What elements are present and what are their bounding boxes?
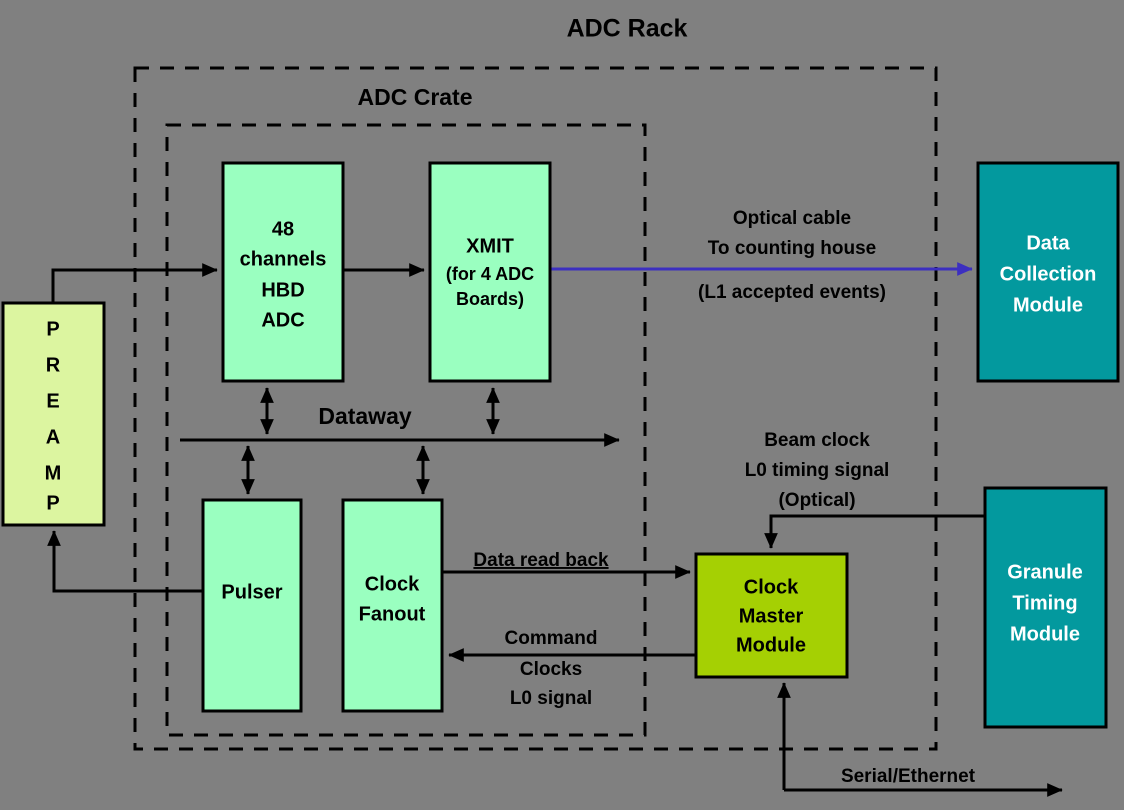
pulser-block[interactable]: Pulser (201, 498, 303, 713)
hbd-adc-line-2: HBD (261, 279, 304, 301)
xmit-block[interactable]: XMIT (for 4 ADC Boards) (428, 161, 552, 383)
adc-rack-boundary (133, 66, 938, 751)
optical-cable-label-0: Optical cable (733, 208, 851, 229)
clock-fanout-block[interactable]: Clock Fanout (341, 498, 444, 713)
hbd-adc-line-0: 48 (272, 218, 294, 240)
data-collection-module-block[interactable]: Data Collection Module (976, 161, 1120, 383)
pulser-line-0: Pulser (221, 581, 282, 603)
preamp-line-3: A (46, 426, 60, 448)
preamp-line-4: M (45, 462, 62, 484)
clock-master-module-box[interactable] (694, 552, 849, 679)
command-label-2: L0 signal (510, 688, 592, 709)
clock-fanout-box[interactable] (341, 498, 444, 713)
dataway-label: Dataway (318, 403, 412, 429)
clock-master-module-block[interactable]: Clock Master Module (694, 552, 849, 679)
preamp-line-0: P (46, 318, 59, 340)
granule-timing-module-block[interactable]: Granule Timing Module (983, 486, 1108, 729)
wire-pulser-to-preamp (47, 530, 203, 593)
beam-clock-label-2: (Optical) (778, 490, 855, 511)
wire-beam-clock-to-cmm (764, 514, 985, 549)
hbd-adc-line-1: channels (240, 248, 327, 270)
preamp-box[interactable] (1, 301, 106, 527)
cmm-line-0: Clock (744, 576, 799, 598)
serial-ethernet-label: Serial/Ethernet (841, 766, 976, 787)
gtm-line-1: Timing (1012, 592, 1077, 614)
preamp-line-2: E (46, 390, 59, 412)
optical-cable-label-1: To counting house (708, 238, 877, 259)
wire-preamp-to-hbd-adc (51, 263, 218, 303)
command-label-1: Clocks (520, 659, 582, 680)
preamp-line-5: P (46, 492, 59, 514)
preamp-block[interactable]: P R E A M P (1, 301, 106, 527)
hbd-adc-box[interactable] (221, 161, 345, 383)
optical-cable-label-2: (L1 accepted events) (698, 282, 886, 303)
adc-crate-label: ADC Crate (357, 84, 472, 110)
pulser-box[interactable] (201, 498, 303, 713)
hbd-adc-block[interactable]: 48 channels HBD ADC (221, 161, 345, 383)
adc-crate-boundary (165, 123, 647, 737)
cmm-line-1: Master (739, 605, 804, 627)
preamp-line-1: R (46, 354, 61, 376)
beam-clock-label-0: Beam clock (764, 430, 870, 451)
cmm-line-2: Module (736, 634, 806, 656)
dcm-line-1: Collection (1000, 263, 1097, 285)
command-label-0: Command (505, 628, 598, 649)
gtm-line-0: Granule (1007, 561, 1083, 583)
xmit-box[interactable] (428, 161, 552, 383)
clock-fanout-line-0: Clock (365, 573, 420, 595)
xmit-line-1: (for 4 ADC (446, 264, 534, 284)
gtm-line-2: Module (1010, 623, 1080, 645)
data-collection-module-box[interactable] (976, 161, 1120, 383)
page-title: ADC Rack (567, 15, 688, 43)
beam-clock-label-1: L0 timing signal (745, 460, 890, 481)
data-read-back-label: Data read back (473, 550, 609, 571)
clock-fanout-line-1: Fanout (359, 603, 426, 625)
xmit-line-2: Boards) (456, 289, 524, 309)
xmit-line-0: XMIT (466, 235, 514, 257)
hbd-adc-line-3: ADC (261, 309, 304, 331)
dcm-line-0: Data (1026, 232, 1070, 254)
granule-timing-module-box[interactable] (983, 486, 1108, 729)
dcm-line-2: Module (1013, 294, 1083, 316)
